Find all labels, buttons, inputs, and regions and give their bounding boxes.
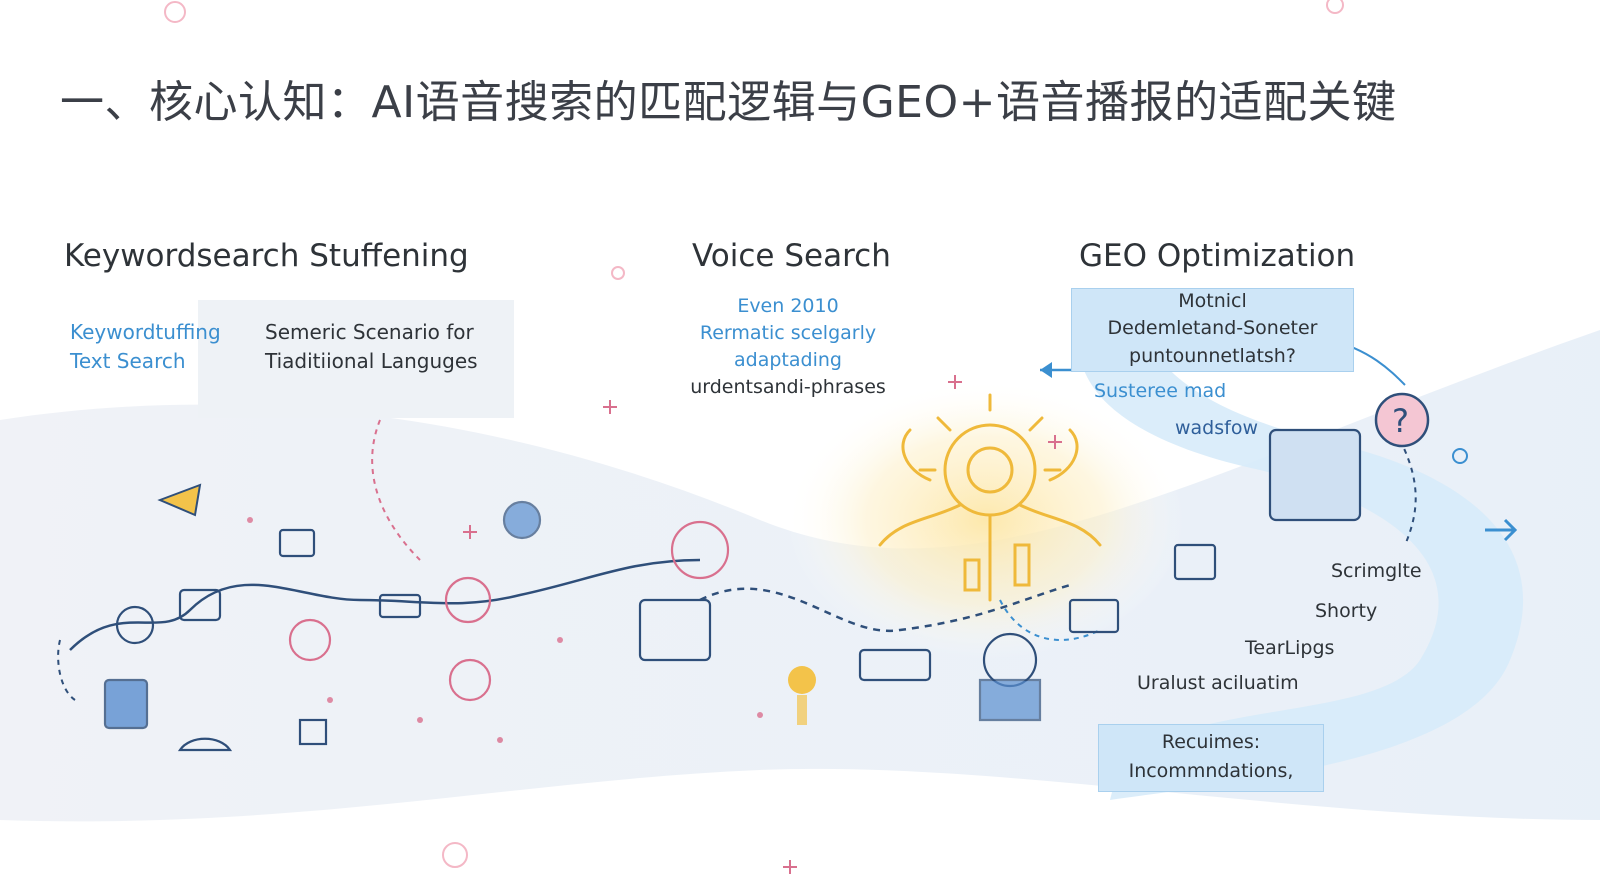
svg-text:?: ? xyxy=(1392,402,1409,440)
left-dark-line-1: Semeric Scenario for xyxy=(265,320,474,344)
left-blue-line-1: Keywordtuffing xyxy=(70,320,221,344)
right-list-item-4: Uralust aciluatim xyxy=(1137,672,1299,694)
right-box-line-1: Motnicl xyxy=(1178,290,1247,312)
left-dark-label: Semeric Scenario for Tiaditiional Langug… xyxy=(265,318,478,376)
right-list-item-1: Scrimglte xyxy=(1331,560,1422,582)
page-title: 一、核心认知：AI语音搜索的匹配逻辑与GEO+语音播报的适配关键 xyxy=(60,77,1397,128)
right-flow-line-2: wadsfow xyxy=(1175,417,1258,439)
left-heading: Keywordsearch Stuffening xyxy=(64,238,469,274)
right-list-item-3: TearLipgs xyxy=(1245,637,1335,659)
right-heading: GEO Optimization xyxy=(1079,238,1356,274)
question-bubble-icon: ? xyxy=(1374,392,1430,448)
left-dark-line-2: Tiaditiional Languges xyxy=(265,349,478,373)
left-blue-line-2: Text Search xyxy=(70,349,186,373)
right-bottom-line-1: Recuimes: xyxy=(1161,731,1261,753)
left-blue-label: Keywordtuffing Text Search xyxy=(70,318,221,376)
left-label-panel xyxy=(198,300,514,418)
right-bottom-box: Recuimes: Incommndations, xyxy=(1098,724,1324,792)
right-box-line-3: puntounnetlatsh? xyxy=(1129,345,1296,367)
middle-dark-line: urdentsandi-phrases xyxy=(690,376,886,398)
right-list-item-2: Shorty xyxy=(1315,600,1378,622)
middle-blue-line-1: Even 2010 xyxy=(737,295,839,317)
right-bottom-line-2: Incommndations, xyxy=(1128,760,1294,782)
middle-blue-line-2: Rermatic scelgarly xyxy=(699,322,877,344)
right-top-box: Motnicl Dedemletand-Soneter puntounnetla… xyxy=(1071,288,1354,372)
gear-brain-icon xyxy=(878,393,1102,602)
middle-blue-line-3: adaptading xyxy=(734,349,842,371)
lightbulb-icon xyxy=(788,666,816,725)
right-box-line-2: Dedemletand-Soneter xyxy=(1107,317,1318,339)
arrow-right-icon xyxy=(1485,518,1518,542)
middle-heading: Voice Search xyxy=(692,238,891,274)
middle-text: Even 2010 Rermatic scelgarly adaptading … xyxy=(680,293,896,401)
right-flow-line-1: Susteree mad xyxy=(1094,380,1227,402)
